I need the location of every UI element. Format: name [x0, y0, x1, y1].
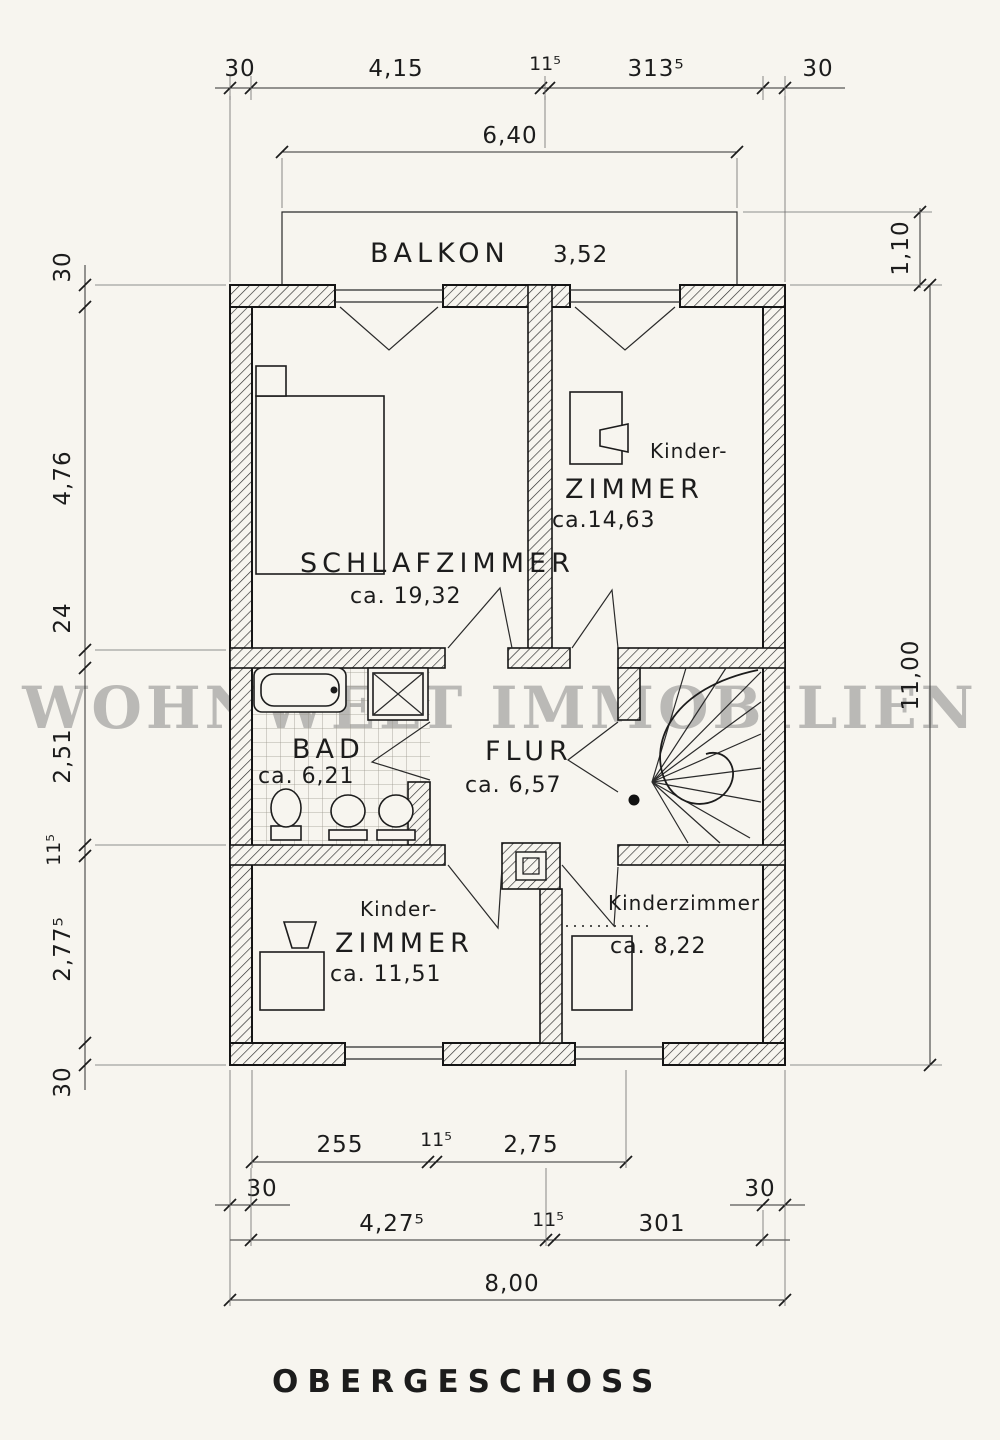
dim-top-row2: 6,40 [275, 123, 744, 208]
balkon-dim-label: 3,52 [553, 242, 608, 268]
dim-top-row1: 30 4,15 11⁵ 313⁵ 30 [215, 53, 845, 100]
dim-label: 24 [50, 602, 76, 633]
shower-icon [367, 667, 429, 721]
dim-bottom-row4: 8,00 [223, 1070, 792, 1307]
dim-label: 11⁵ [532, 1209, 564, 1231]
dim-bottom-row3: 4,27⁵ 11⁵ 301 [230, 1168, 790, 1247]
dim-label: 2,77⁵ [50, 916, 76, 981]
window-top-right [570, 289, 680, 351]
dim-label: 301 [639, 1211, 686, 1237]
bed-icon [255, 365, 385, 575]
room-label-balkon: BALKON [370, 238, 510, 269]
window-bottom-right [575, 1046, 663, 1060]
dim-label: 255 [317, 1132, 364, 1158]
dim-label: 30 [224, 56, 255, 82]
dim-label: 11⁵ [43, 834, 65, 866]
window-top-left [335, 289, 443, 351]
room-area-schlafzimmer: ca. 19,32 [350, 584, 462, 609]
dim-left-chain: 30 4,76 24 2,51 11⁵ 2,77⁵ 30 [43, 251, 226, 1098]
room-label-flur: FLUR [485, 736, 573, 767]
room-label-kinderzimmer-br: Kinderzimmer [608, 891, 760, 915]
dim-label: 1,10 [888, 220, 914, 275]
door-stairs [566, 721, 619, 793]
room-area-kinderzimmer-top: ca.14,63 [552, 508, 656, 533]
chair-icon-kinderzimmer-bl [259, 921, 325, 1011]
room-label-kinderzimmer-bl-2: ZIMMER [335, 928, 474, 959]
dim-label: 2,51 [50, 728, 76, 783]
dim-label: 4,76 [50, 450, 76, 505]
door-kinderzimmer-top [571, 588, 619, 649]
room-label-bad: BAD [292, 734, 365, 765]
dim-bottom-row1: 255 11⁵ 2,75 [245, 1070, 633, 1169]
desk-icon-kinderzimmer-top [569, 391, 629, 465]
page-title: OBERGESCHOSS [272, 1364, 662, 1400]
room-area-bad: ca. 6,21 [258, 764, 355, 789]
watermark-text: WOHNWELT IMMOBILIEN [21, 674, 978, 742]
dim-label: 4,27⁵ [359, 1211, 424, 1237]
room-label-kinderzimmer-top-1: Kinder- [650, 439, 728, 463]
spiral-stair-icon [628, 667, 762, 844]
chimney [501, 842, 561, 890]
interior-walls [229, 284, 786, 1044]
door-bad [370, 721, 431, 781]
door-schlafzimmer [447, 586, 513, 649]
room-area-flur: ca. 6,57 [465, 773, 562, 798]
sink-icon-right [376, 794, 416, 841]
window-bottom-left [345, 1046, 443, 1060]
dim-label: 4,15 [368, 56, 423, 82]
dim-label: 30 [744, 1176, 775, 1202]
dim-label: 30 [50, 251, 76, 282]
room-label-kinderzimmer-top-2: ZIMMER [565, 474, 704, 505]
toilet-icon [270, 788, 302, 841]
stair-newel-post [628, 794, 640, 806]
dim-label: 313⁵ [627, 56, 684, 82]
room-area-kinderzimmer-bl: ca. 11,51 [330, 962, 442, 987]
balcony-outline [281, 211, 738, 285]
dim-bottom-row2: 30 30 [215, 1176, 805, 1212]
dim-label: 8,00 [484, 1271, 539, 1297]
dim-label: 30 [246, 1176, 277, 1202]
room-label-kinderzimmer-bl-1: Kinder- [360, 897, 438, 921]
dim-label: 6,40 [482, 123, 537, 149]
dim-right-balcony: 1,10 [743, 205, 942, 292]
dim-label: 2,75 [503, 1132, 558, 1158]
dim-label: 30 [802, 56, 833, 82]
room-area-kinderzimmer-br: ca. 8,22 [610, 934, 707, 959]
door-kinderzimmer-bl [447, 864, 503, 930]
desk-icon-kinderzimmer-br [566, 925, 648, 1011]
dim-label: 30 [50, 1066, 76, 1097]
dim-label: 11⁵ [420, 1129, 452, 1151]
dim-right-total: 11,00 [790, 278, 942, 1072]
sink-icon-left [328, 794, 368, 841]
bathtub-icon [253, 667, 347, 713]
dim-label: 11,00 [898, 640, 924, 711]
room-label-schlafzimmer: SCHLAFZIMMER [300, 548, 575, 579]
dim-label: 11⁵ [529, 53, 561, 75]
